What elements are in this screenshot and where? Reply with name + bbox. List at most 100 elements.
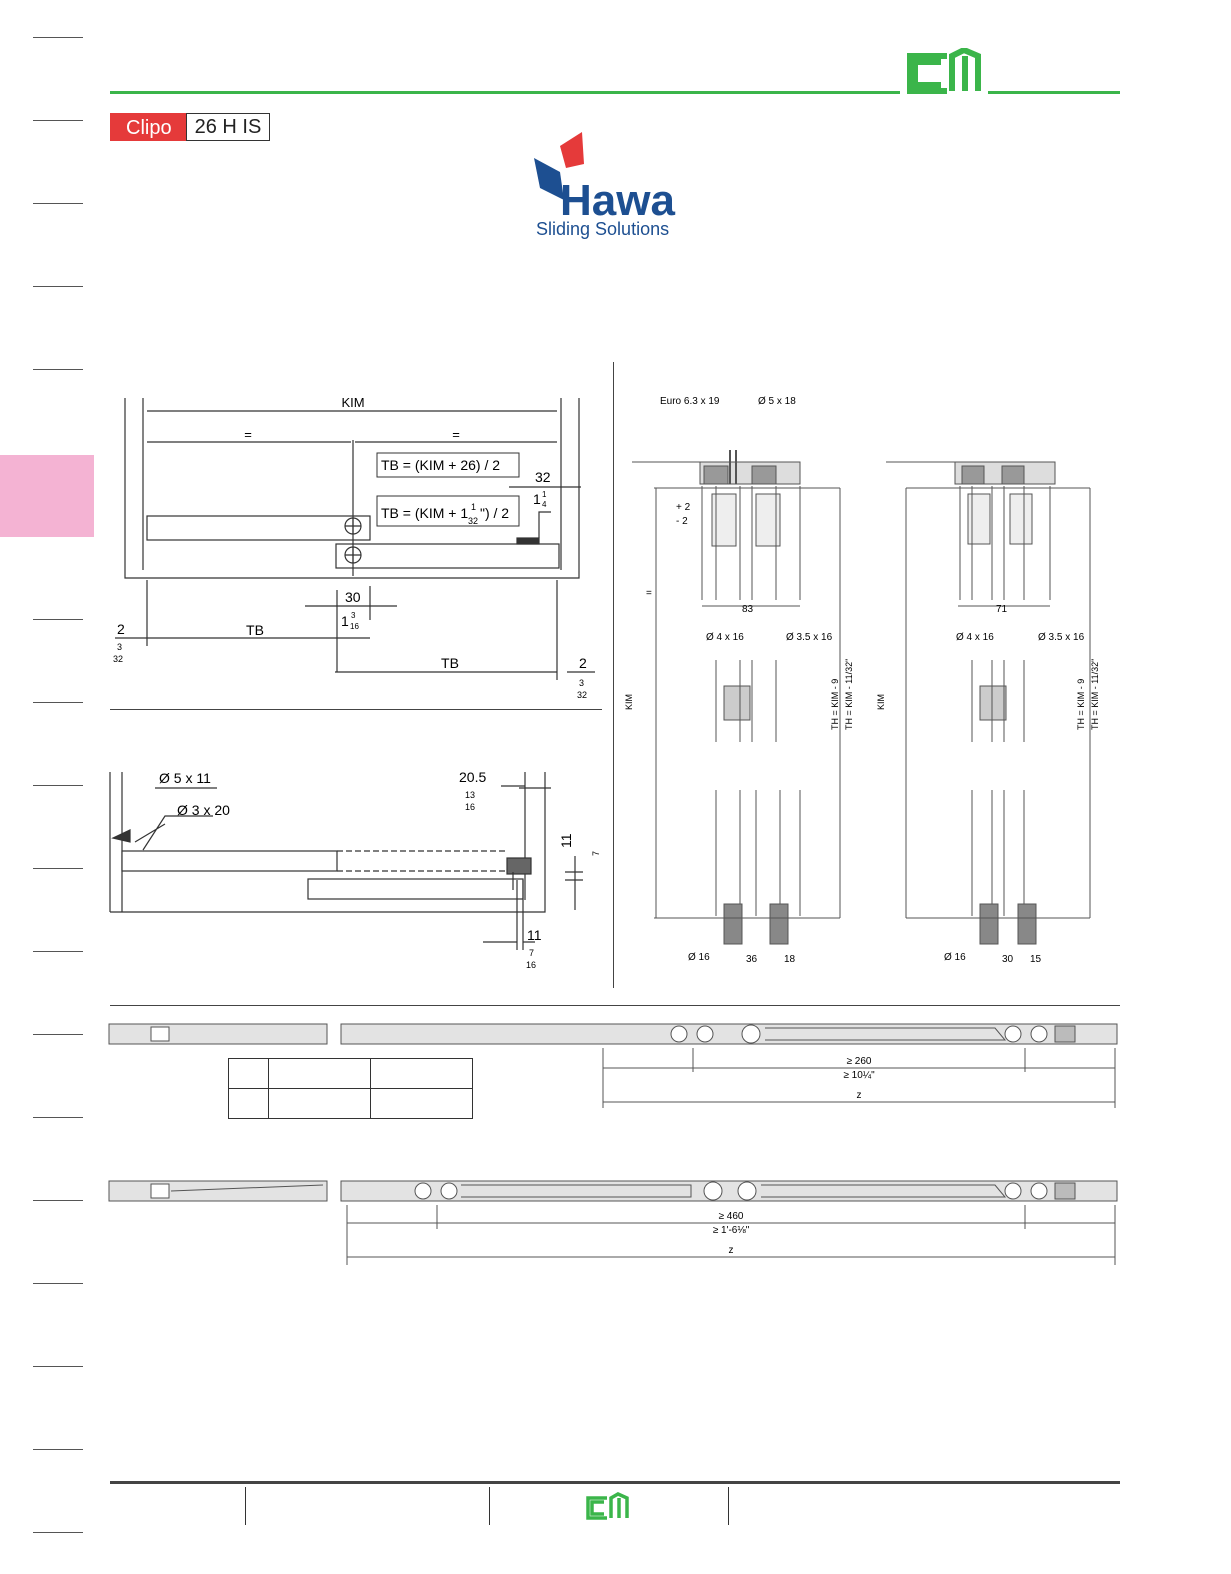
hawa-logo: Hawa Sliding Solutions: [534, 132, 675, 239]
dim-tb-right: TB: [441, 655, 459, 671]
dim-kim: KIM: [341, 395, 364, 410]
margin-tick: [33, 1532, 83, 1533]
plan-view-drawing: Ø 5 x 11 Ø 3 x 20 20.5 13 16 11 7 11 7 1…: [109, 769, 601, 970]
formula-metric: TB = (KIM + 26) / 2: [381, 457, 500, 473]
width-83: 83: [742, 604, 754, 615]
dim-3-32-den: 32: [577, 690, 587, 700]
divider: [613, 362, 614, 988]
dim-3-32-num: 3: [579, 678, 584, 688]
dim-3-32-num: 3: [117, 642, 122, 652]
length-z: z: [729, 1245, 734, 1256]
screw-euro: Euro 6.3 x 19: [660, 396, 720, 407]
footer-separator: [245, 1487, 246, 1525]
header-rule: [110, 91, 900, 94]
dim-7-16-num: 7: [529, 948, 534, 958]
dia-16: Ø 16: [688, 952, 710, 963]
brand-tagline: Sliding Solutions: [536, 219, 669, 239]
dim-1-3-16-den: 16: [350, 622, 359, 631]
cm-logo-icon: [907, 48, 981, 94]
screw-5x11: Ø 5 x 11: [159, 770, 211, 786]
margin-tick: [33, 1366, 83, 1367]
margin-tick: [33, 1200, 83, 1201]
margin-tick: [33, 1034, 83, 1035]
dim-32: 32: [535, 469, 551, 485]
dim-1-1-4-den: 4: [542, 500, 547, 509]
dim-13-16-den: 16: [465, 802, 475, 812]
tol-minus: - 2: [676, 516, 688, 527]
margin-tick: [33, 1283, 83, 1284]
screw-3-5x16: Ø 3.5 x 16: [786, 632, 833, 643]
footer-rule: [110, 1481, 1120, 1484]
dim-equal: =: [244, 427, 252, 442]
margin-tick: [33, 1449, 83, 1450]
dim-3-32-den: 32: [113, 654, 123, 664]
margin-tick: [33, 369, 83, 370]
dim-7-16-den: 16: [526, 960, 536, 970]
series-name: Clipo: [110, 113, 186, 141]
brand-name: Hawa: [560, 176, 675, 225]
margin-tick: [33, 37, 83, 38]
dim-1-3-16: 1: [341, 613, 349, 629]
dim-tb-left: TB: [246, 622, 264, 638]
th-imperial: TH = KIM - 11/32": [844, 659, 854, 730]
th-metric: TH = KIM - 9: [1076, 679, 1086, 730]
length-z: z: [857, 1090, 862, 1101]
margin-tick: [33, 702, 83, 703]
cm-logo-icon: [586, 1492, 629, 1520]
screw-5x18: Ø 5 x 18: [758, 396, 796, 407]
dim-1-3-16-num: 3: [351, 611, 356, 620]
dim-15: 15: [1030, 954, 1042, 965]
formula-frac-num: 1: [471, 502, 476, 512]
dim-equal: =: [452, 427, 460, 442]
dim-1-1-4: 1: [533, 491, 541, 507]
dim-11: 11: [527, 927, 542, 943]
min-length: ≥ 260: [847, 1056, 872, 1067]
margin-tick: [33, 1117, 83, 1118]
margin-tick: [33, 868, 83, 869]
dim-2-right: 2: [579, 655, 587, 671]
dim-30: 30: [1002, 954, 1014, 965]
spec-table: [228, 1058, 473, 1119]
front-elevation-drawing: KIM = = TB = (KIM + 26) / 2 TB = (KIM + …: [113, 395, 595, 700]
screw-3x20: Ø 3 x 20: [177, 802, 230, 818]
section-tab[interactable]: [0, 455, 94, 537]
dim-kim: KIM: [876, 694, 886, 710]
header-rule: [988, 91, 1120, 94]
margin-tick: [33, 619, 83, 620]
section-drawing: Euro 6.3 x 19 Ø 5 x 18 Ø 4 x 16 Ø 3.5 x …: [624, 396, 1100, 965]
dim-30: 30: [345, 589, 361, 605]
divider: [110, 1005, 1120, 1006]
dim-20-5: 20.5: [459, 769, 486, 785]
min-length: ≥ 460: [719, 1211, 744, 1222]
min-length-imperial: ≥ 10¼": [843, 1069, 875, 1081]
dim-11-vertical: 11: [558, 833, 574, 848]
track-assembly-2: ≥ 460 ≥ 1'-6⅛" z: [108, 1180, 1118, 1265]
footer-separator: [489, 1487, 490, 1525]
min-length-imperial: ≥ 1'-6⅛": [713, 1225, 750, 1236]
margin-tick: [33, 203, 83, 204]
screw-4x16: Ø 4 x 16: [706, 632, 744, 643]
dim-1-1-4-num: 1: [542, 490, 547, 499]
formula-imperial-suffix: ") / 2: [480, 505, 509, 521]
dim-2-left: 2: [117, 621, 125, 637]
dim-18: 18: [784, 954, 796, 965]
footer-separator: [728, 1487, 729, 1525]
dia-16: Ø 16: [944, 952, 966, 963]
tol-plus: + 2: [676, 502, 691, 513]
formula-frac-den: 32: [468, 516, 478, 526]
margin-tick: [33, 286, 83, 287]
track-assembly-1: ≥ 260 ≥ 10¼" z: [108, 1023, 1118, 1108]
margin-tick: [33, 951, 83, 952]
screw-3-5x16: Ø 3.5 x 16: [1038, 632, 1085, 643]
model-name: 26 H IS: [185, 113, 271, 141]
margin-tick: [33, 785, 83, 786]
dim-7-16-num: 7: [591, 851, 601, 856]
eq-mark: =: [646, 588, 652, 599]
th-metric: TH = KIM - 9: [830, 679, 840, 730]
formula-imperial-prefix: TB = (KIM + 1: [381, 505, 468, 521]
divider: [110, 709, 602, 710]
dim-kim: KIM: [624, 694, 634, 710]
screw-4x16: Ø 4 x 16: [956, 632, 994, 643]
margin-tick: [33, 120, 83, 121]
width-71: 71: [996, 604, 1008, 615]
